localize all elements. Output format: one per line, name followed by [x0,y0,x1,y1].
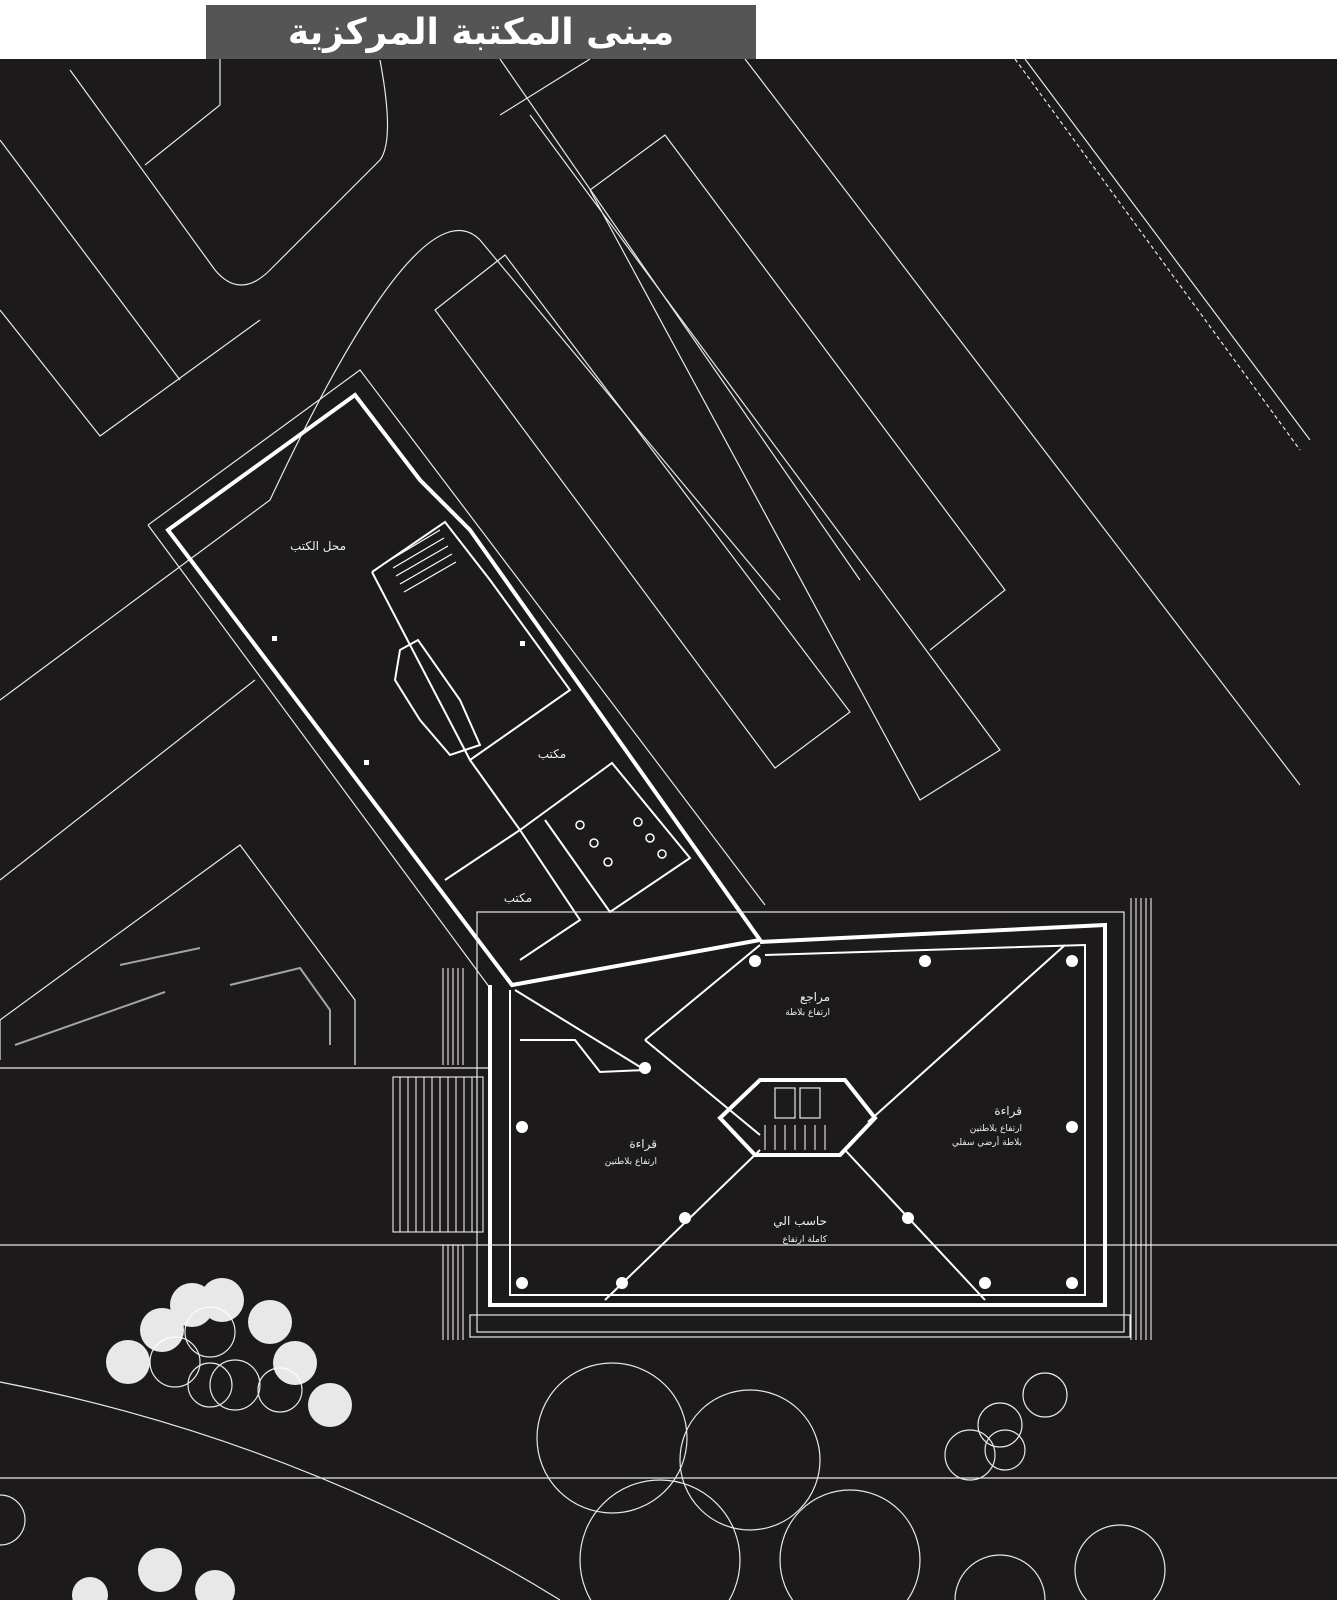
room-label-reading-west: قراءة [629,1137,657,1152]
trees [0,1278,1166,1600]
room-label-office-1: مكتب [538,747,566,761]
plan-drawing: محل الكتب مكتب مكتب مراجع [0,59,1337,1600]
room-label-computer: حاسب الي [773,1214,827,1228]
floor-plan: محل الكتب مكتب مكتب مراجع [0,59,1337,1600]
room-note-reading-west: ارتفاع بلاطتين [605,1157,657,1167]
room-note-reading-east: ارتفاع بلاطتين [970,1124,1022,1134]
columns [516,955,1078,1289]
room-label-office-2: مكتب [504,891,532,905]
room-note2-reading-east: بلاطة أرضي سفلي [952,1136,1022,1148]
main-pavilion: مراجع ارتفاع بلاطة قراءة ارتفاع بلاطتين … [392,898,1152,1340]
entrance-steps [392,1076,484,1233]
drawing-title: مبنى المكتبة المركزية [206,5,756,59]
parking-curbs [14,947,331,1046]
library-wing: محل الكتب مكتب مكتب [147,369,766,989]
room-note-computer: كاملة ارتفاع [782,1235,827,1245]
room-label-reading-east: قراءة [994,1104,1022,1119]
site-lines [0,59,1337,1600]
room-note-references: ارتفاع بلاطة [785,1008,830,1018]
room-label-bookshop: محل الكتب [290,539,346,553]
room-label-references: مراجع [800,990,830,1005]
